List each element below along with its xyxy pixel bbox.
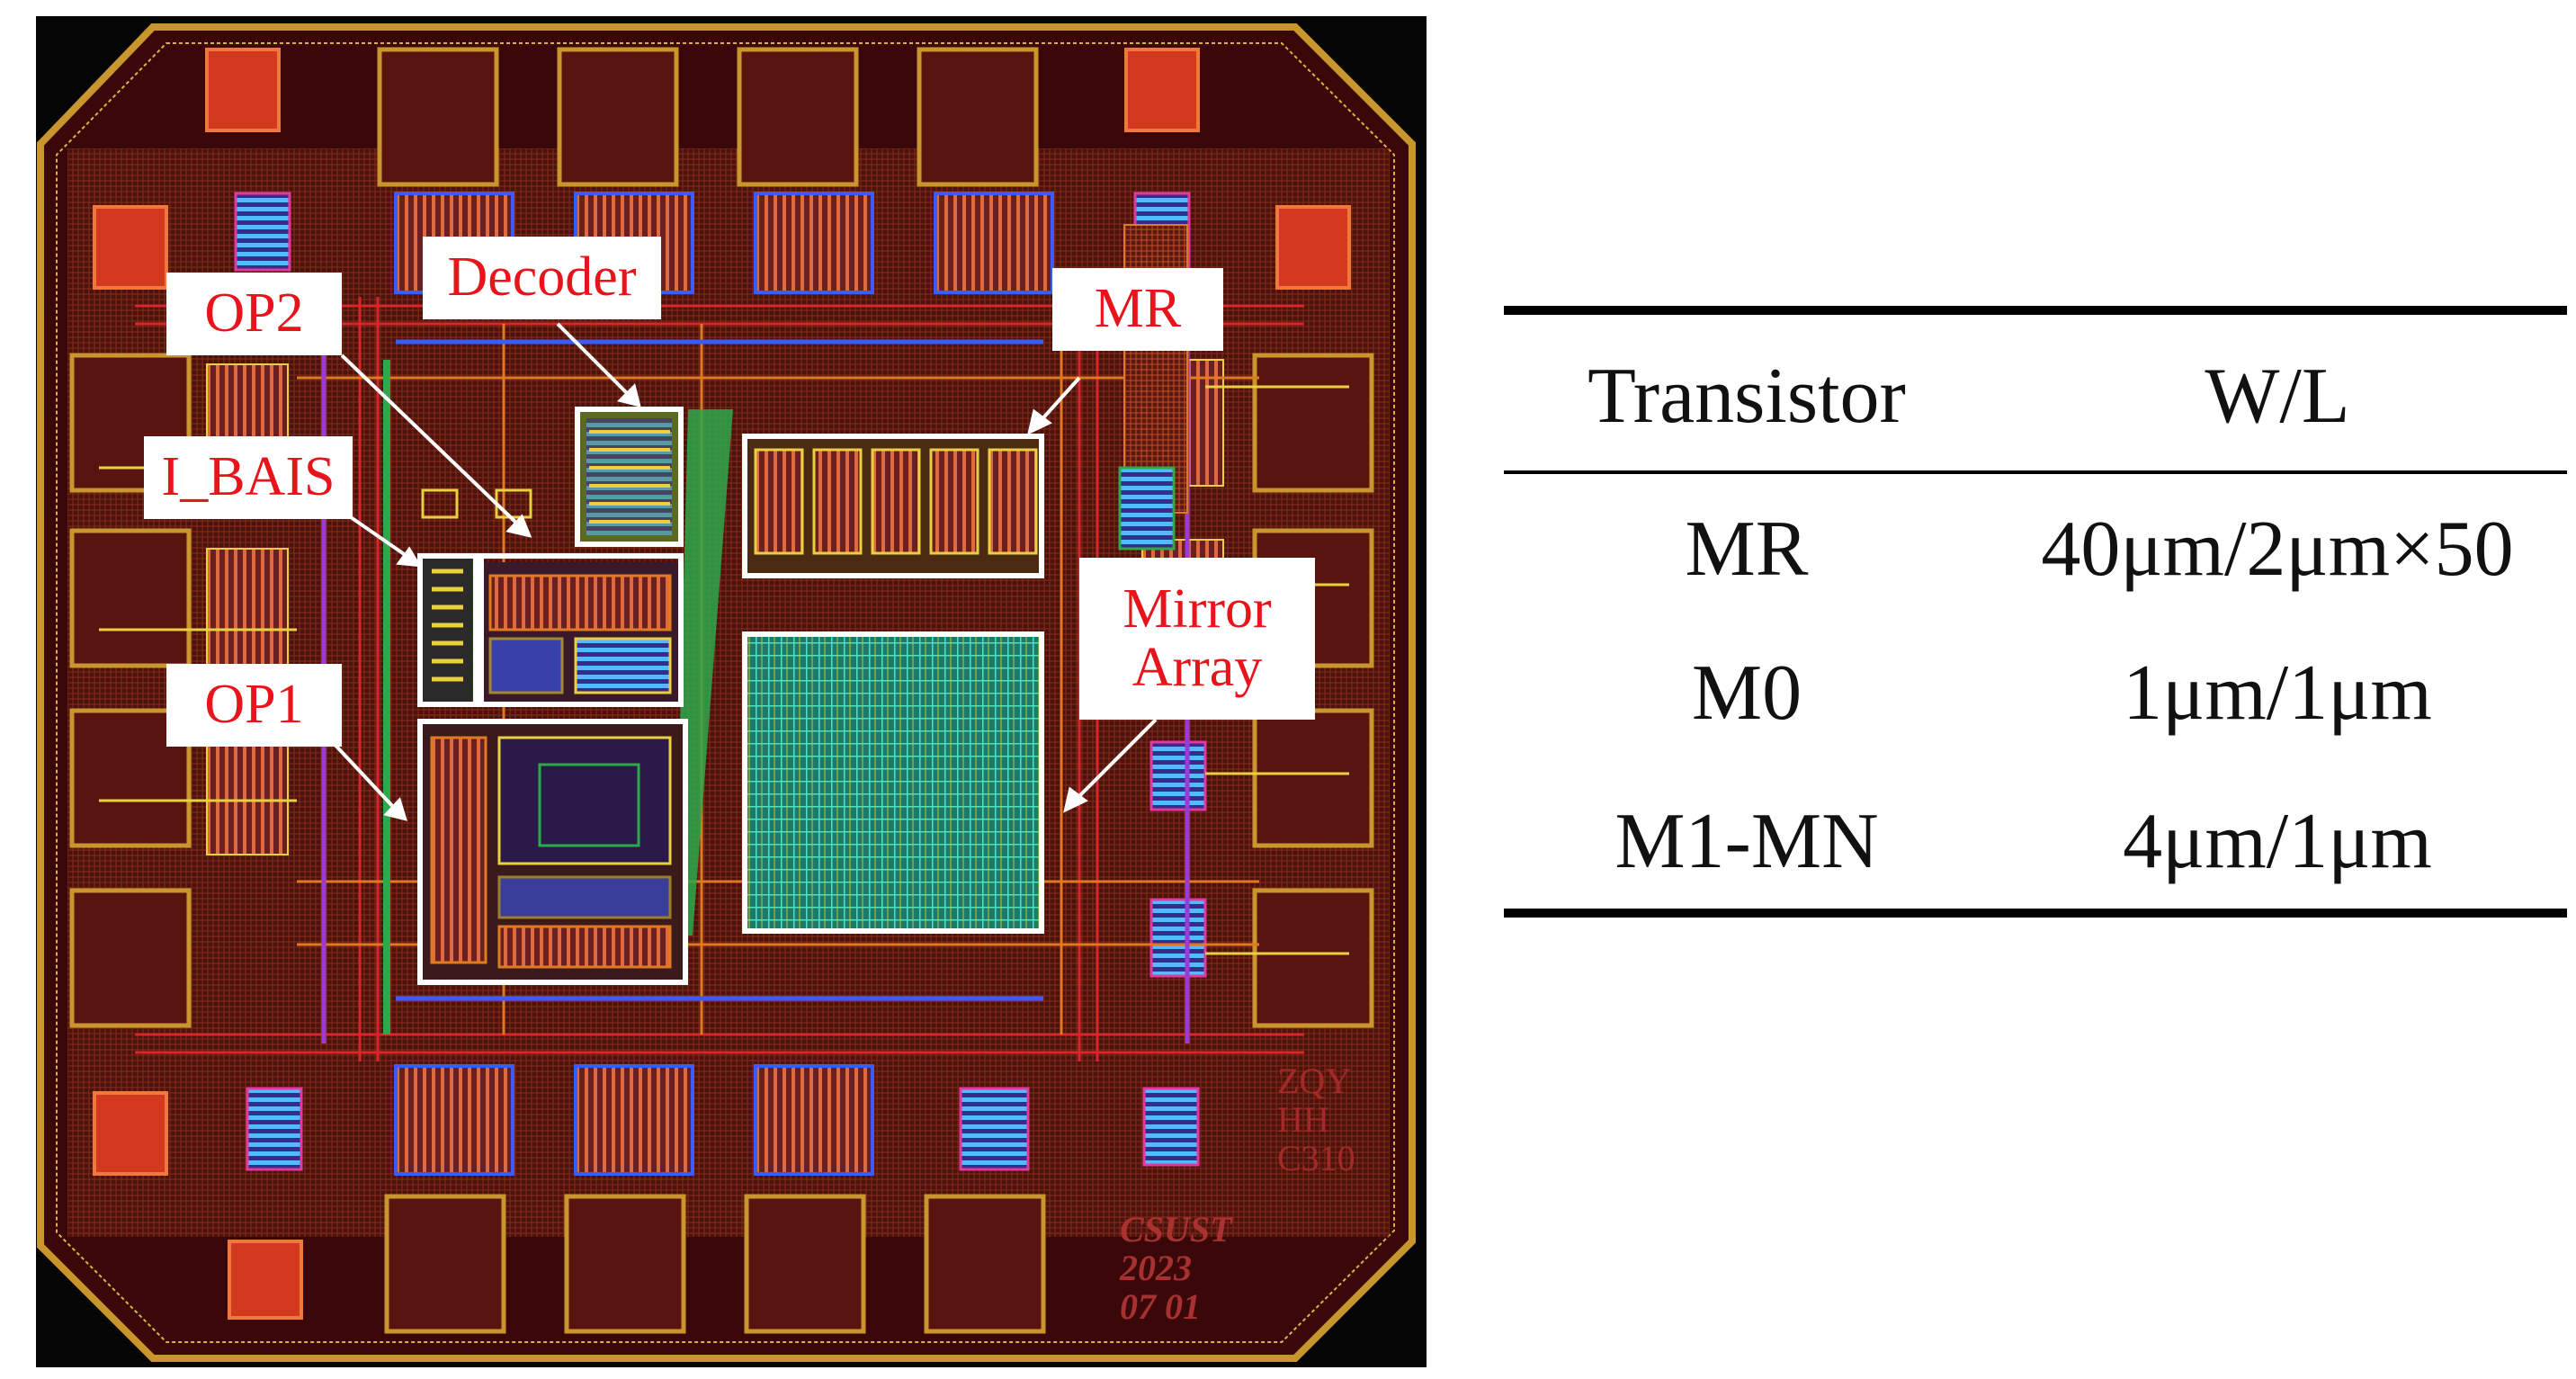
label-op1: OP1 xyxy=(166,664,342,747)
table-top-rule xyxy=(1504,306,2567,315)
label-i-bais: I_BAIS xyxy=(144,436,353,519)
left-pads xyxy=(69,205,192,1176)
green-routing-wedge xyxy=(675,409,733,936)
header-transistor: Transistor xyxy=(1588,353,1906,440)
chip-id-mark: ZQY HH C310 xyxy=(1277,1061,1355,1179)
chip-layout-figure: Decoder OP2 MR I_BAIS Mirror Array OP1 Z… xyxy=(36,16,1427,1367)
mirror-array-block xyxy=(745,634,1042,931)
row-0-wl: 40μm/2μm×50 xyxy=(2041,506,2514,593)
row-2-wl: 4μm/1μm xyxy=(2123,798,2432,885)
op2-block xyxy=(481,562,681,702)
bottom-pads xyxy=(228,1194,1046,1334)
op2-highlight xyxy=(479,553,684,707)
row-0-transistor: MR xyxy=(1685,506,1809,593)
label-decoder: Decoder xyxy=(423,237,661,319)
row-1-wl: 1μm/1μm xyxy=(2123,649,2432,737)
io-cells xyxy=(206,192,1224,1176)
highlight-boxes xyxy=(417,407,1044,985)
op1-block xyxy=(423,724,684,981)
i-bais-highlight xyxy=(417,553,479,707)
top-pads xyxy=(205,47,1200,187)
header-wl: W/L xyxy=(2205,353,2350,440)
mr-highlight xyxy=(742,434,1044,578)
op1-highlight xyxy=(417,719,688,985)
i-bais-block xyxy=(421,488,532,702)
row-2-transistor: M1-MN xyxy=(1614,798,1879,885)
label-op2: OP2 xyxy=(166,273,342,355)
decoder-highlight xyxy=(575,407,684,547)
table-bottom-rule xyxy=(1504,909,2567,918)
label-mirror-array: Mirror Array xyxy=(1079,558,1315,720)
row-1-transistor: M0 xyxy=(1691,649,1802,737)
mr-block xyxy=(745,436,1042,576)
mirror-array-highlight xyxy=(742,631,1044,934)
chip-org-mark: CSUST 2023 07 01 xyxy=(1120,1209,1232,1328)
label-mr: MR xyxy=(1052,268,1223,351)
table-header-rule xyxy=(1504,470,2567,474)
pointer-arrows xyxy=(326,322,1158,821)
